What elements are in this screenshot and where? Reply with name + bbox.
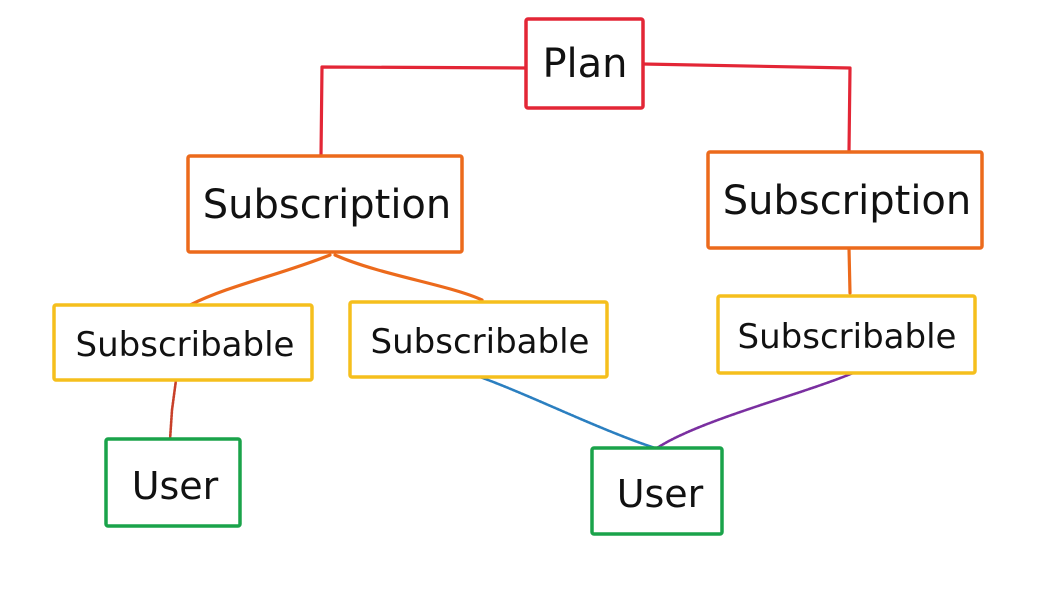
node-subscribable-3-label: Subscribable <box>738 317 957 357</box>
edge-subscribable-2-to-user-right <box>478 375 657 450</box>
node-plan-label: Plan <box>542 41 627 87</box>
edge-plan-to-subscription-right <box>641 62 852 154</box>
node-user-left-label: User <box>132 464 219 508</box>
node-subscribable-1-label: Subscribable <box>76 325 295 365</box>
node-subscribable-2-label: Subscribable <box>371 322 590 362</box>
edge-subscription-left-to-subscribable-2 <box>333 253 484 302</box>
node-subscription-right: Subscription <box>706 150 984 250</box>
node-plan: Plan <box>524 17 645 110</box>
node-subscription-left: Subscription <box>186 154 464 254</box>
edge-subscription-right-to-subscribable-3 <box>847 246 852 295</box>
edge-plan-to-subscription-left <box>319 65 530 158</box>
node-subscribable-1: Subscribable <box>52 303 314 382</box>
node-user-left: User <box>104 437 242 528</box>
edge-subscribable-3-to-user-right <box>655 371 855 450</box>
node-subscription-left-label: Subscription <box>203 182 452 228</box>
node-subscribable-2: Subscribable <box>348 300 609 379</box>
edge-subscription-left-to-subscribable-1 <box>188 253 332 307</box>
node-subscription-right-label: Subscription <box>723 178 972 224</box>
node-user-right-label: User <box>617 472 704 516</box>
node-user-right: User <box>590 446 724 536</box>
edge-subscribable-1-to-user-left <box>168 378 178 442</box>
node-subscribable-3: Subscribable <box>716 294 977 375</box>
